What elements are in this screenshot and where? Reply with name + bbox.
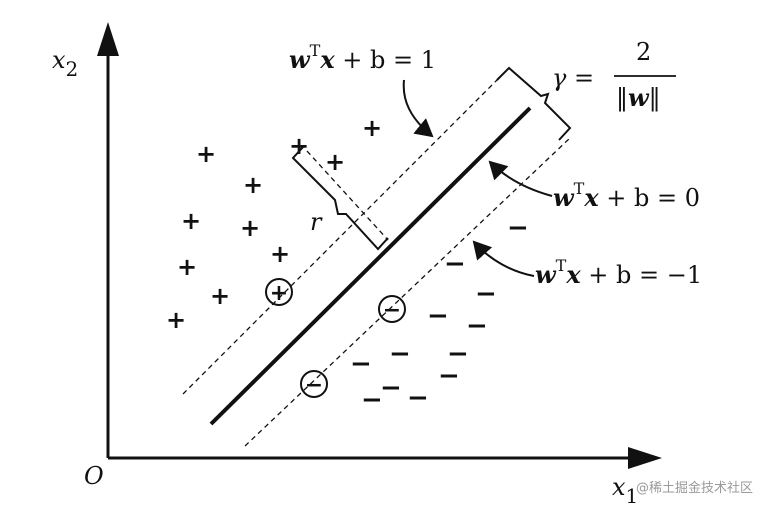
gamma-formula: γ = 2 ‖w‖ — [552, 38, 676, 113]
distance-bracket — [291, 145, 389, 251]
svg-text:−: − — [383, 298, 401, 323]
negative-sample: − — [438, 361, 460, 391]
origin-label: O — [84, 462, 104, 490]
distance-label: r — [310, 208, 323, 236]
x-axis-label: x1 — [612, 473, 638, 508]
positive-sample: + — [362, 114, 382, 142]
positive-sample: + — [210, 282, 230, 310]
hyperplane-arrow — [488, 160, 553, 197]
positive-sample: + — [196, 140, 216, 168]
positive-sample: + — [325, 148, 345, 176]
positive-support-vector: + — [265, 278, 293, 306]
positive-sample: + — [177, 253, 197, 281]
negative-sample: − — [380, 373, 402, 403]
plus-margin-label: wTx + b = 1 — [289, 41, 436, 74]
hyperplanes — [182, 73, 571, 447]
negative-support-vector: − — [300, 370, 328, 398]
y-axis-arrow — [97, 22, 119, 56]
negative-sample: − — [389, 339, 411, 369]
label-arrows — [402, 79, 553, 277]
minus-margin-label: wTx + b = −1 — [535, 256, 702, 289]
negative-support-vector: − — [378, 295, 406, 323]
x-axis-arrow — [628, 447, 662, 469]
positive-sample: + — [270, 240, 290, 268]
positive-sample: + — [166, 306, 186, 334]
gamma-lhs: γ = — [552, 64, 594, 92]
negative-sample: − — [466, 311, 488, 341]
separating-hyperplane — [209, 106, 532, 426]
positive-samples: + + + + + + + + + + + — [166, 114, 382, 334]
negative-samples: − − − − − − − − − − − − — [350, 213, 529, 415]
positive-sample: + — [240, 214, 260, 242]
plus-margin-line — [182, 73, 504, 395]
positive-sample: + — [289, 132, 309, 160]
hyperplane-label: wTx + b = 0 — [553, 179, 700, 212]
negative-sample: − — [507, 213, 529, 243]
positive-sample: + — [181, 207, 201, 235]
margin-bracket — [496, 66, 572, 141]
negative-sample: − — [427, 301, 449, 331]
svg-text:−: − — [305, 373, 323, 398]
negative-sample: − — [407, 383, 429, 413]
axes — [97, 22, 662, 469]
negative-sample: − — [447, 339, 469, 369]
gamma-denominator: ‖w‖ — [616, 83, 661, 113]
negative-sample: − — [350, 349, 372, 379]
positive-sample: + — [243, 171, 263, 199]
negative-sample: − — [444, 249, 466, 279]
gamma-numerator: 2 — [636, 38, 651, 66]
minus-margin-line — [244, 137, 571, 447]
svg-text:+: + — [270, 281, 288, 306]
y-axis-label: x2 — [52, 46, 78, 81]
negative-sample: − — [475, 279, 497, 309]
watermark: @稀土掘金技术社区 — [635, 481, 753, 496]
plus-margin-arrow — [402, 79, 434, 138]
minus-margin-arrow — [472, 240, 535, 277]
negative-sample: − — [361, 385, 383, 415]
